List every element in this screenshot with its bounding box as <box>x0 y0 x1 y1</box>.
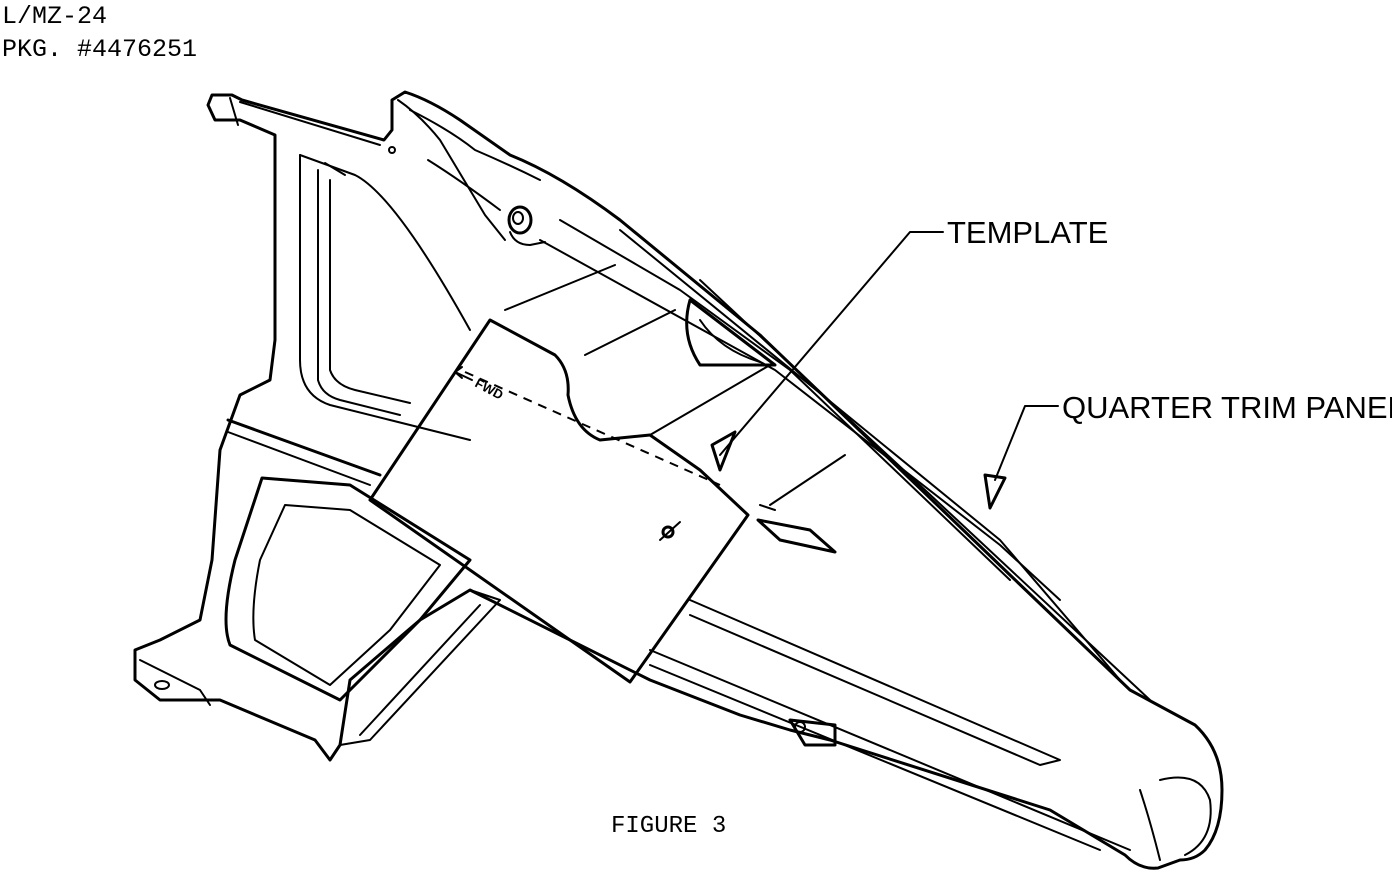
quarter-trim-panel-callout: QUARTER TRIM PANEL <box>983 390 1392 510</box>
quarter-trim-panel-label: QUARTER TRIM PANEL <box>1062 390 1392 425</box>
template-sheet: FWD <box>368 264 846 684</box>
document-header: L/MZ-24 PKG. #4476251 <box>2 0 197 66</box>
fwd-direction-label: FWD <box>473 375 506 402</box>
model-code: L/MZ-24 <box>2 2 108 31</box>
quarter-trim-panel <box>133 90 1224 870</box>
template-label: TEMPLATE <box>947 215 1108 250</box>
template-callout: TEMPLATE <box>710 215 1108 472</box>
figure-caption: FIGURE 3 <box>611 813 726 840</box>
package-number: PKG. #4476251 <box>2 35 198 64</box>
